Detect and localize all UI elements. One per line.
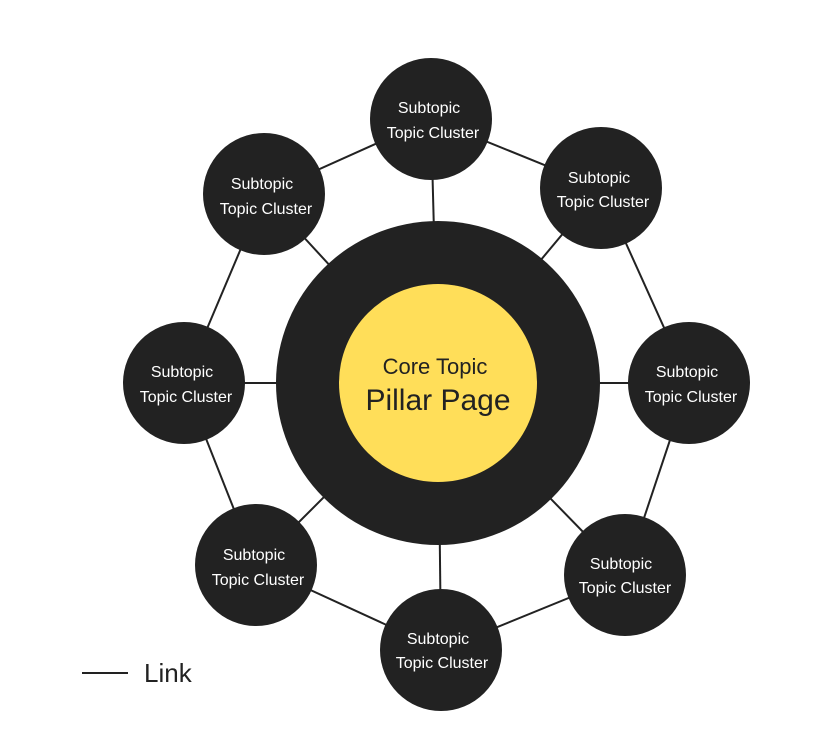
subtopic-label: Subtopic	[223, 547, 285, 564]
subtopic-circle	[540, 127, 662, 249]
topic-cluster-label: Topic Cluster	[220, 201, 313, 218]
core-inner-circle	[339, 284, 537, 482]
subtopic-label: Subtopic	[398, 100, 460, 117]
topic-cluster-label: Topic Cluster	[387, 125, 480, 142]
subtopic-circle	[195, 504, 317, 626]
subtopic-circle	[380, 589, 502, 711]
topic-cluster-label: Topic Cluster	[645, 389, 738, 406]
topic-cluster-label: Topic Cluster	[579, 580, 672, 597]
subtopic-node-top: Subtopic Topic Cluster	[370, 58, 492, 180]
subtopic-label: Subtopic	[590, 556, 652, 573]
subtopic-node-right: Subtopic Topic Cluster	[628, 322, 750, 444]
subtopic-node-bottom-right: Subtopic Topic Cluster	[564, 514, 686, 636]
legend-link-label: Link	[144, 658, 193, 688]
subtopic-label: Subtopic	[151, 364, 213, 381]
subtopic-node-left: Subtopic Topic Cluster	[123, 322, 245, 444]
subtopic-label: Subtopic	[407, 631, 469, 648]
subtopic-node-bottom-left: Subtopic Topic Cluster	[195, 504, 317, 626]
legend: Link	[82, 658, 193, 688]
subtopic-label: Subtopic	[231, 176, 293, 193]
pillar-page-label: Pillar Page	[365, 384, 510, 417]
topic-cluster-label: Topic Cluster	[557, 194, 650, 211]
subtopic-label: Subtopic	[656, 364, 718, 381]
topic-cluster-label: Topic Cluster	[212, 572, 305, 589]
subtopic-node-top-left: Subtopic Topic Cluster	[203, 133, 325, 255]
subtopic-node-top-right: Subtopic Topic Cluster	[540, 127, 662, 249]
subtopic-circle	[564, 514, 686, 636]
topic-cluster-label: Topic Cluster	[140, 389, 233, 406]
core-node: Core Topic Pillar Page	[276, 221, 600, 545]
subtopic-label: Subtopic	[568, 170, 630, 187]
subtopic-node-bottom: Subtopic Topic Cluster	[380, 589, 502, 711]
subtopic-circle	[628, 322, 750, 444]
topic-cluster-label: Topic Cluster	[396, 655, 489, 672]
subtopic-circle	[370, 58, 492, 180]
subtopic-circle	[123, 322, 245, 444]
core-topic-label: Core Topic	[383, 354, 488, 379]
subtopic-circle	[203, 133, 325, 255]
